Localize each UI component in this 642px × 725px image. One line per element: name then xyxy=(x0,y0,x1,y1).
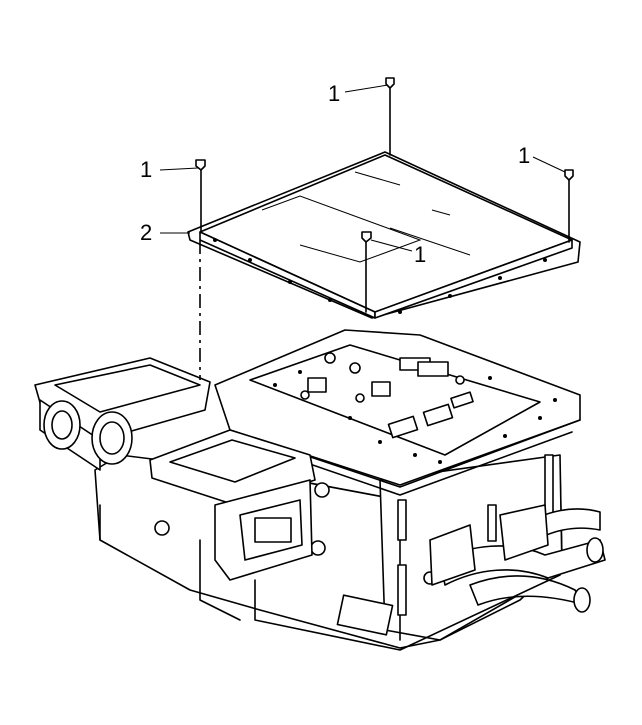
cover-plate xyxy=(199,154,573,319)
inverter-housing xyxy=(94,329,581,649)
connector-housing-center xyxy=(149,429,316,621)
callout-bolt-top: 1 xyxy=(328,81,340,106)
cover-gasket xyxy=(187,151,581,319)
bolt-center xyxy=(361,231,413,313)
callout-gasket: 2 xyxy=(140,220,152,245)
callout-bolt-center: 1 xyxy=(414,242,426,267)
housing-base xyxy=(99,504,561,651)
connector-housing-left xyxy=(34,357,211,471)
callout-bolt-left: 1 xyxy=(140,157,152,182)
bolt-left xyxy=(159,159,206,233)
callout-bolt-right: 1 xyxy=(518,143,530,168)
bolt-top xyxy=(344,77,395,156)
bolt-right xyxy=(532,156,574,243)
